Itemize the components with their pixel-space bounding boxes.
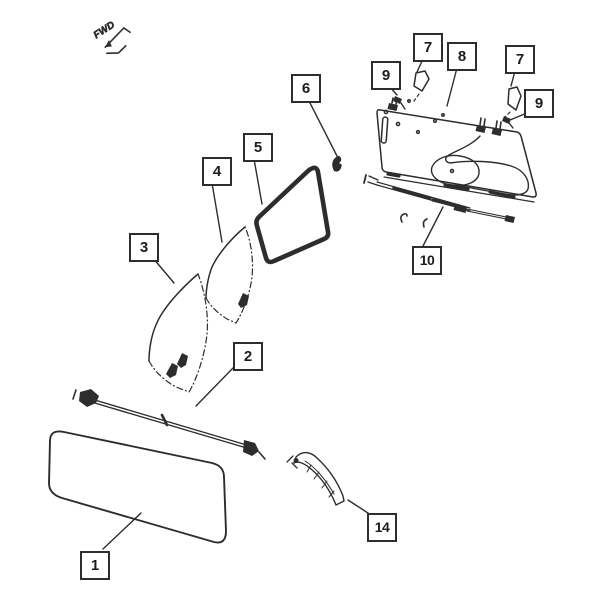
part-14-bracket [286,451,345,506]
part-8-windshield-frame [376,97,537,203]
callout-3: 3 [129,233,159,262]
part-7-clip-left [413,70,430,102]
callout-7-left: 7 [413,33,443,62]
callout-1: 1 [80,551,110,580]
callout-10: 10 [412,246,442,275]
fwd-direction-icon: FWD [92,19,131,55]
part-10-rod [363,174,515,228]
callout-4: 4 [202,157,232,186]
callout-14: 14 [367,513,397,542]
part-4-panel [205,226,254,324]
callout-5: 5 [243,133,273,162]
part-5-seal [254,165,331,265]
part-6-clip [332,156,342,172]
callout-9-right: 9 [524,89,554,118]
callout-2: 2 [233,342,263,371]
callout-7-right: 7 [505,45,535,74]
part-3-panel [148,273,209,393]
part-7-clip-right [503,86,522,119]
part-1-glass [48,430,227,544]
part-2-frame-rail [72,389,266,460]
part-9-screw-right [502,116,514,129]
callout-8: 8 [447,42,477,71]
callout-6: 6 [291,74,321,103]
leader-lines [102,58,528,550]
callout-9-left: 9 [371,61,401,90]
part-9-screw-left [393,96,406,110]
